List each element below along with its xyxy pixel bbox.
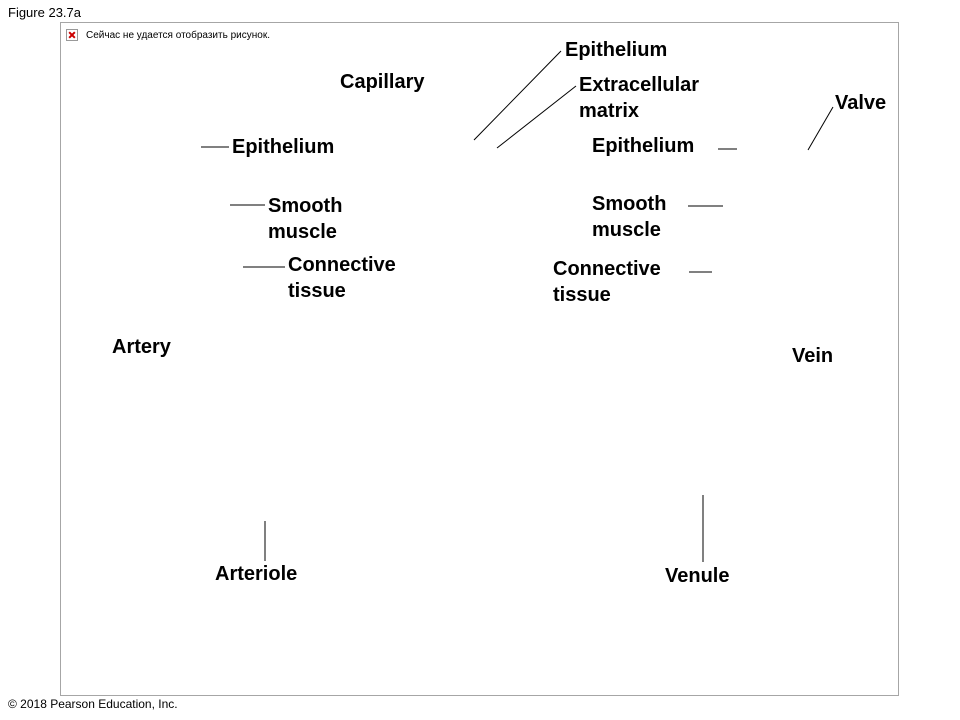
label-artery: Artery [112,336,171,358]
label-artery-connective-tissue-line-2: tissue [288,280,346,302]
label-venule: Venule [665,565,730,587]
label-vein-connective-tissue-line-2: tissue [553,284,611,306]
label-vein-smooth-muscle: Smooth muscle [592,191,666,243]
copyright: © 2018 Pearson Education, Inc. [8,697,178,711]
label-valve: Valve [835,92,887,114]
label-artery-smooth-muscle: Smooth muscle [268,193,342,245]
label-extracellular-matrix-line-2: matrix [579,100,640,122]
leader-line-valve [807,106,834,151]
leader-line-extracellular-matrix [496,85,577,149]
label-artery-connective-tissue: Connective tissue [288,252,396,304]
figure-label: Figure 23.7a [8,5,81,20]
label-artery-smooth-muscle-line-1: Smooth [268,195,343,217]
leader-line-capillary-epithelium [473,50,562,141]
label-artery-connective-tissue-line-1: Connective [288,254,396,276]
image-placeholder: Сейчас не удается отобразить рисунок. [66,29,270,41]
label-capillary: Capillary [340,71,425,93]
label-extracellular-matrix-line-1: Extracellular [579,74,700,96]
label-vein: Vein [792,345,834,367]
broken-image-icon [66,29,78,41]
label-arteriole: Arteriole [215,563,298,585]
label-vein-smooth-muscle-line-2: muscle [592,219,661,241]
label-vein-connective-tissue-line-1: Connective [553,258,661,280]
label-artery-smooth-muscle-line-2: muscle [268,221,337,243]
label-capillary-epithelium: Epithelium [565,39,668,61]
label-vein-smooth-muscle-line-1: Smooth [592,193,667,215]
label-extracellular-matrix: Extracellular matrix [579,72,699,124]
label-vein-epithelium: Epithelium [592,135,695,157]
label-artery-epithelium: Epithelium [232,136,335,158]
figure-frame [60,22,899,696]
image-placeholder-text: Сейчас не удается отобразить рисунок. [86,29,270,41]
label-vein-connective-tissue: Connective tissue [553,256,661,308]
